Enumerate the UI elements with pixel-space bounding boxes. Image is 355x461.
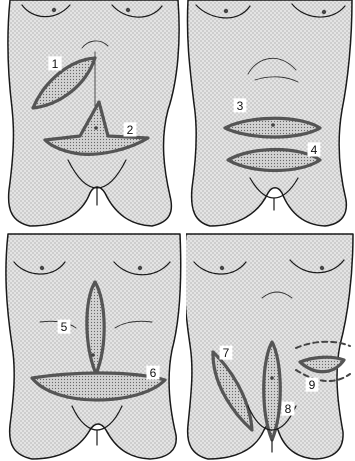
- label-2: 2: [127, 123, 134, 137]
- label-9: 9: [309, 378, 316, 392]
- label-5: 5: [61, 320, 68, 334]
- label-3: 3: [237, 99, 244, 113]
- panel-bottom-right: 7 8 9: [184, 234, 353, 459]
- label-4: 4: [311, 143, 318, 157]
- nipple-right: [320, 266, 324, 270]
- excision-4: [228, 150, 320, 171]
- excision-8: [264, 342, 281, 440]
- umbilicus: [91, 353, 95, 357]
- label-7: 7: [223, 346, 230, 360]
- panel-bottom-left: 5 6: [6, 234, 181, 459]
- nipple-left: [224, 9, 228, 13]
- label-1: 1: [52, 57, 59, 71]
- label-6: 6: [150, 366, 157, 380]
- torso-silhouette: [187, 0, 352, 226]
- umbilicus: [270, 376, 274, 380]
- nipple-right: [322, 10, 326, 14]
- umbilicus: [271, 123, 275, 127]
- excision-3: [225, 118, 320, 137]
- nipple-right: [126, 8, 130, 12]
- label-8: 8: [285, 402, 292, 416]
- nipple-left: [40, 266, 44, 270]
- nipple-left: [52, 8, 56, 12]
- nipple-left: [220, 266, 224, 270]
- umbilicus: [94, 126, 98, 130]
- nipple-right: [138, 266, 142, 270]
- panel-top-right: 3 4: [187, 0, 352, 226]
- panel-top-left: 1 2: [8, 0, 179, 226]
